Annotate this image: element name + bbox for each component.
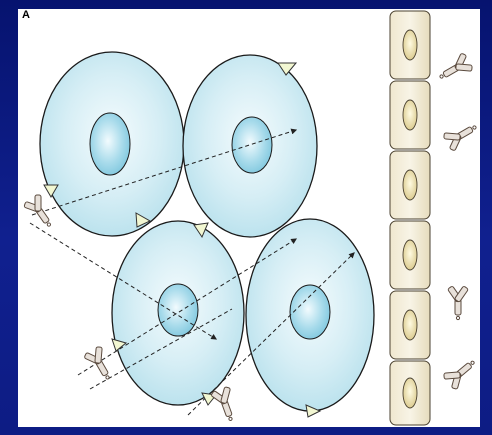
epithelial-cell-icon: [390, 291, 430, 359]
nucleus-icon: [290, 285, 330, 339]
antibody-icon: [210, 385, 241, 424]
antibody-icon: [435, 51, 475, 86]
antibody-icon: [22, 192, 59, 232]
cell-top-left: [40, 52, 184, 236]
antibody-icon: [82, 344, 117, 384]
antibody-icon: [448, 286, 469, 320]
cell-top-right: [183, 55, 317, 237]
epithelial-cell-icon: [390, 81, 430, 149]
epithelial-cell-icon: [390, 361, 430, 425]
epithelial-cell-icon: [390, 221, 430, 289]
cell-diagram: [18, 9, 480, 427]
antibody-icon: [441, 354, 480, 392]
nucleus-icon: [232, 117, 272, 173]
antibody-icon: [441, 118, 480, 153]
epithelial-column: [390, 11, 430, 425]
epithelial-cell-icon: [390, 11, 430, 79]
cell-bottom-right: [246, 219, 374, 411]
figure-panel: A: [18, 9, 480, 427]
nucleus-icon: [158, 284, 198, 336]
nucleus-icon: [90, 113, 130, 175]
epithelial-cell-icon: [390, 151, 430, 219]
